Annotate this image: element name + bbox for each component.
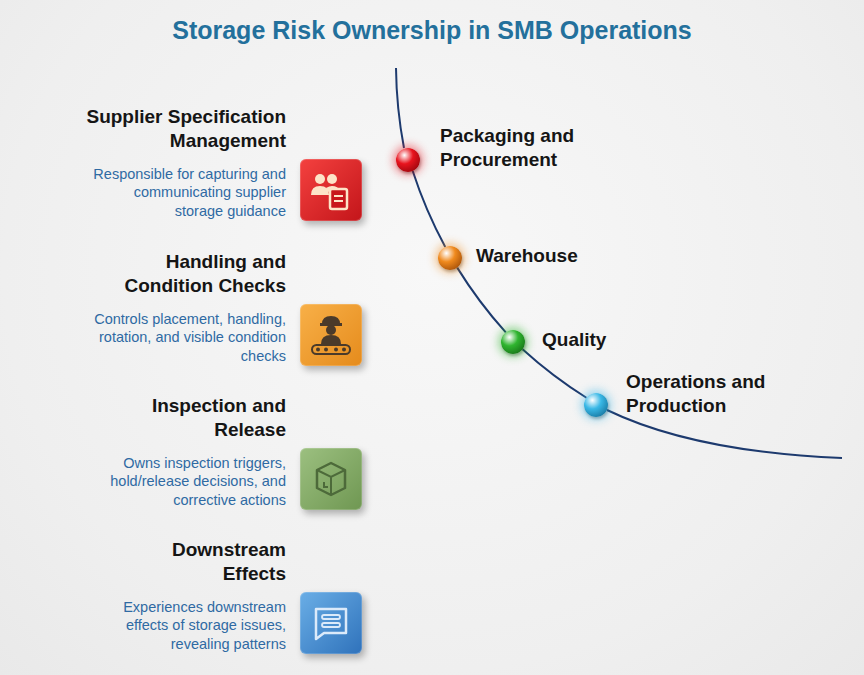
stage-label: Quality: [542, 328, 712, 352]
curve-segment: [457, 268, 506, 333]
item-heading: Supplier Specification Management: [81, 105, 286, 153]
stage-label: Operations and Production: [626, 370, 796, 418]
card-icon: [300, 592, 362, 654]
curve-segment: [523, 349, 587, 397]
text-group: Inspection and ReleaseOwns inspection tr…: [36, 394, 286, 510]
text-group: Supplier Specification ManagementRespons…: [36, 105, 286, 221]
stage-label: Packaging and Procurement: [440, 124, 610, 172]
item-description: Controls placement, handling, rotation, …: [90, 310, 286, 366]
item-heading: Inspection and Release: [81, 394, 286, 442]
stage-label: Warehouse: [476, 244, 646, 268]
curve-tail: [396, 68, 404, 148]
item-description: Responsible for capturing and communicat…: [90, 165, 286, 221]
icon-box: Inspection and ReleaseOwns inspection tr…: [300, 448, 362, 510]
curve-dot: Warehouse: [438, 246, 462, 270]
curve-dot: Operations and Production: [584, 393, 608, 417]
item-heading: Downstream Effects: [136, 538, 286, 586]
curve-dot: Packaging and Procurement: [396, 148, 420, 172]
item-description: Owns inspection triggers, hold/release d…: [90, 454, 286, 510]
icon-box: Handling and Condition ChecksControls pl…: [300, 304, 362, 366]
item-heading: Handling and Condition Checks: [81, 250, 286, 298]
text-group: Handling and Condition ChecksControls pl…: [36, 250, 286, 366]
icon-box: Downstream EffectsExperiences downstream…: [300, 592, 362, 654]
curve-segment: [413, 171, 446, 247]
diagram-title: Storage Risk Ownership in SMB Operations: [0, 14, 864, 46]
curve-tail: [607, 410, 842, 458]
text-group: Downstream EffectsExperiences downstream…: [36, 538, 286, 654]
box-icon: [300, 448, 362, 510]
curve-dot: Quality: [501, 330, 525, 354]
item-description: Experiences downstream effects of storag…: [90, 598, 286, 654]
team-doc-icon: [300, 159, 362, 221]
worker-conveyor-icon: [300, 304, 362, 366]
icon-box: Supplier Specification ManagementRespons…: [300, 159, 362, 221]
